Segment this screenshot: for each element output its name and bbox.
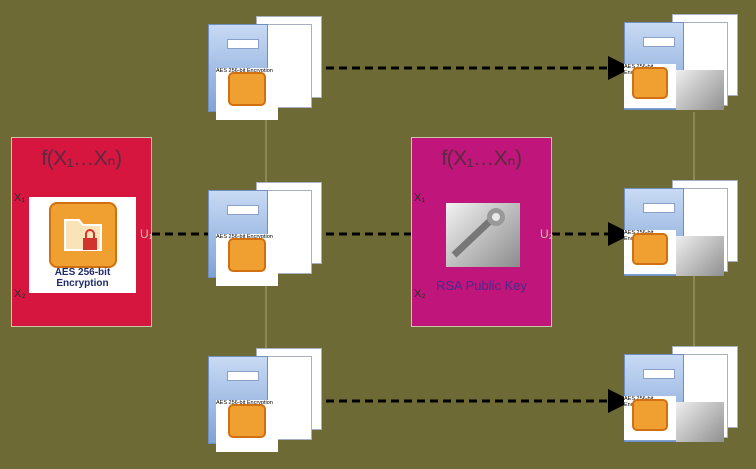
folder-lock-icon [49, 202, 117, 268]
folder-lock-icon [632, 67, 668, 99]
encrypted-document-bottom: AES 256-bit Encryption [208, 346, 326, 456]
rsa-caption: RSA Public Key [435, 278, 528, 293]
aes-tile: AES 256-bit Encryption [624, 396, 676, 440]
aes-function-formula: f(X₁…Xₙ) [41, 147, 122, 170]
aes-tile: AES 256-bit Encryption [29, 197, 136, 293]
aes-input-x2: X₂ [14, 288, 26, 300]
encrypted-document-middle: AES 256-bit Encryption [208, 180, 326, 290]
aes-encryption-box: f(X₁…Xₙ) X₁ X₂ AES 256-bit Encryption [11, 137, 152, 327]
aes-tile: AES 256-bit Encryption [216, 400, 278, 452]
document-caption: AES 256-bit Encryption [216, 68, 273, 74]
rsa-input-x2: X₂ [414, 288, 426, 300]
rsa-input-x1: X₁ [414, 192, 426, 204]
aes-tile: AES 256-bit Encryption [624, 230, 676, 274]
output-document-top: AES 256-bit Encryption [624, 12, 742, 122]
binary-key-icon [446, 203, 520, 267]
rsa-public-key-box: f(X₁…Xₙ) X₁ X₂ RSA Public Key [411, 137, 552, 327]
binary-key-icon [676, 70, 724, 110]
aes-output-u1: U₁ [140, 227, 153, 241]
output-document-middle: AES 256-bit Encryption [624, 178, 742, 288]
rsa-output-u2: U₂ [540, 227, 554, 241]
folder-lock-icon [632, 233, 668, 265]
aes-tile-caption: AES 256-bit Encryption [54, 267, 111, 289]
binary-key-icon [676, 236, 724, 276]
document-caption: AES 256-bit Encryption [216, 400, 273, 406]
aes-tile: AES 256-bit Encryption [216, 68, 278, 120]
encrypted-document-top: AES 256-bit Encryption [208, 14, 326, 124]
rsa-function-formula: f(X₁…Xₙ) [441, 147, 522, 170]
document-caption: AES 256-bit Encryption [216, 234, 273, 240]
folder-lock-icon [228, 72, 266, 106]
aes-tile: AES 256-bit Encryption [216, 234, 278, 286]
binary-key-icon [676, 402, 724, 442]
aes-input-x1: X₁ [14, 192, 26, 204]
folder-lock-icon [228, 238, 266, 272]
folder-lock-icon [632, 399, 668, 431]
folder-lock-icon [228, 404, 266, 438]
aes-tile: AES 256-bit Encryption [624, 64, 676, 108]
output-document-bottom: AES 256-bit Encryption [624, 344, 742, 454]
